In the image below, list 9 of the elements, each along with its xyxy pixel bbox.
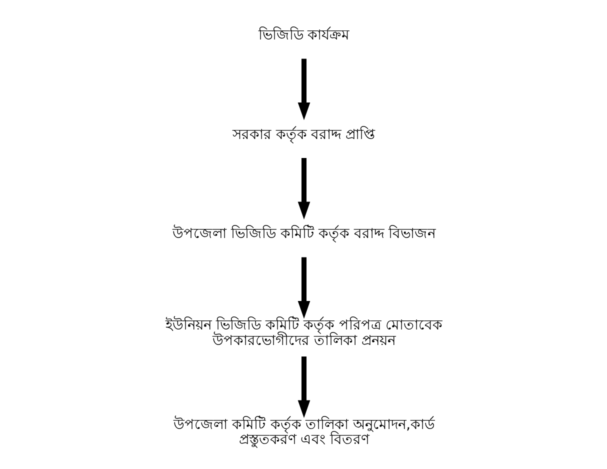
node-text: উপজেলা ভিজিডি কমিটি কর্তৃক বরাদ্দ বিভাজন bbox=[172, 226, 435, 242]
arrow bbox=[297, 158, 310, 220]
node-text: ইউনিয়ন ভিজিডি কমিটি কর্তৃক পরিপত্র মোতাবেক উপকারভোগীদের তালিকা প্রনয়ন bbox=[165, 318, 442, 349]
node-text: উপজেলা কমিটি কর্তৃক তালিকা অনুমোদন,কার্ড প্রস্তুতকরণ এবং বিতরণ bbox=[173, 416, 434, 448]
node-text: ভিজিডি কার্যক্রম bbox=[258, 28, 350, 44]
node-text: সরকার কর্তৃক বরাদ্দ প্রাপ্তি bbox=[232, 126, 376, 143]
arrow bbox=[297, 257, 310, 319]
arrow bbox=[297, 356, 310, 418]
arrow bbox=[297, 58, 310, 120]
